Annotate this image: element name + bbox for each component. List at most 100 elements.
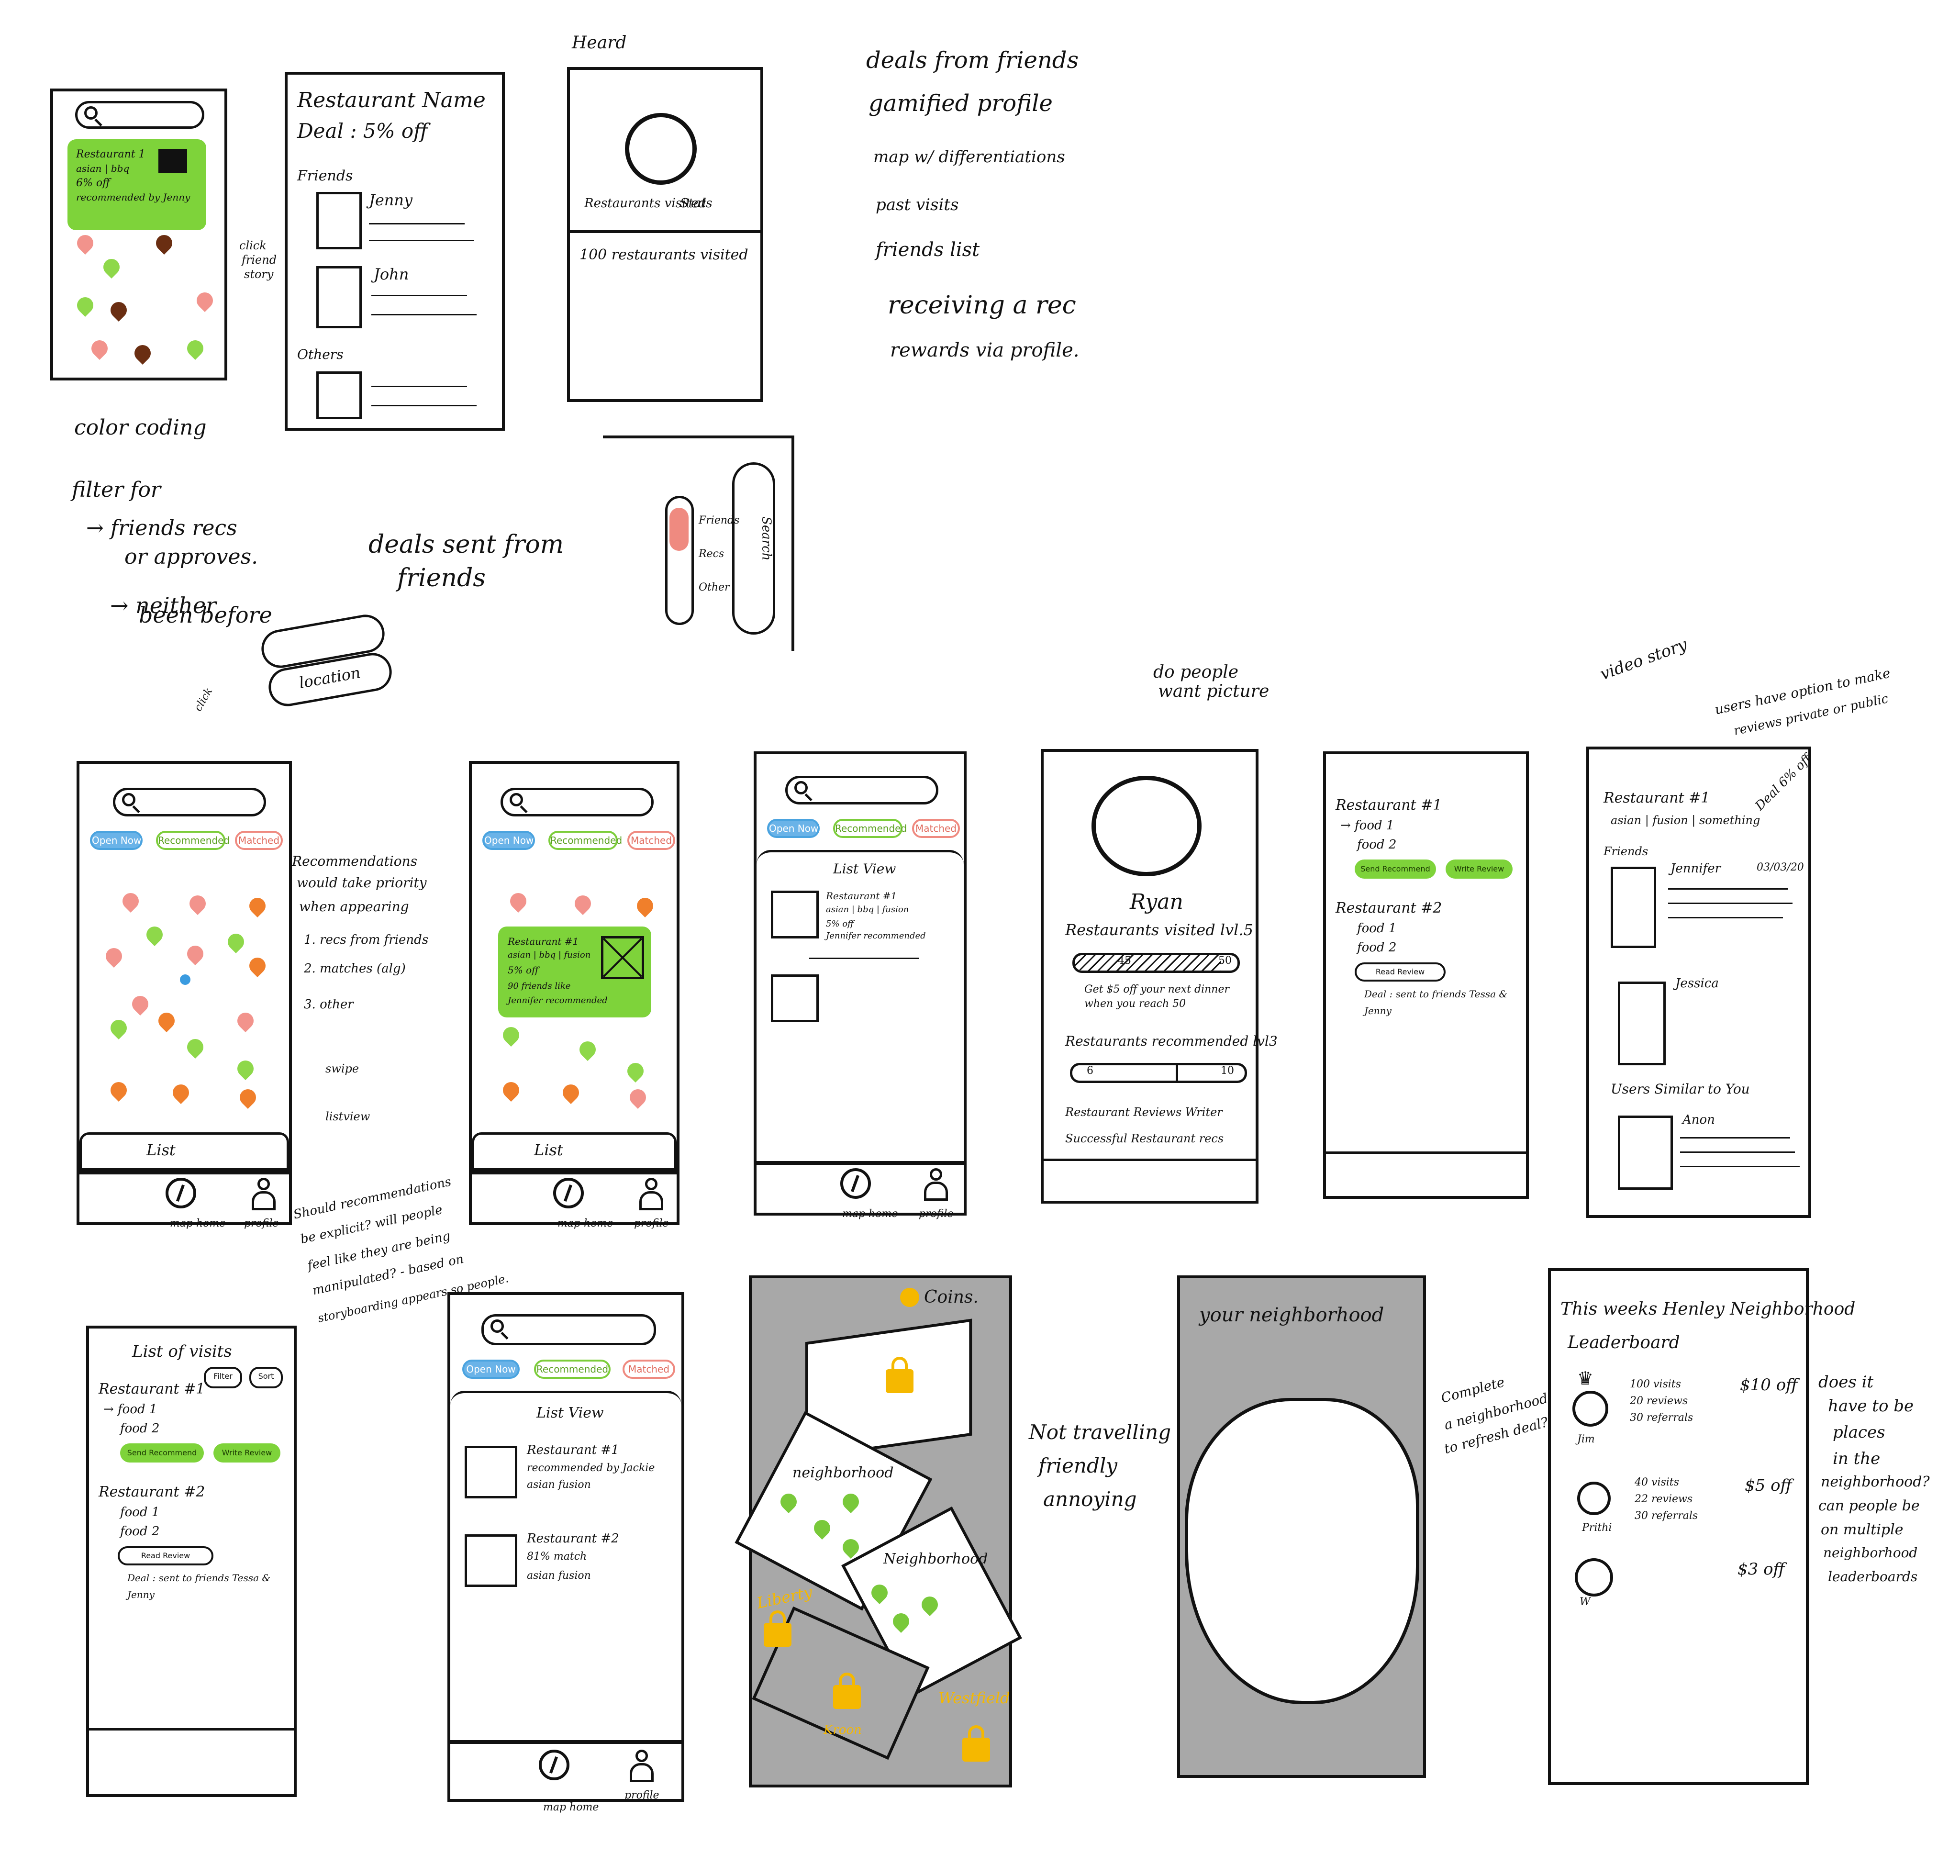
map-pin[interactable] [245,894,269,918]
read-review-button[interactable]: Read Review [1355,962,1446,982]
map-home-icon[interactable] [166,1178,196,1208]
friend-story[interactable] [316,266,362,328]
restaurant-thumb[interactable] [465,1534,517,1587]
visit-restaurant[interactable]: Restaurant #1 [99,1381,205,1397]
visit-restaurant[interactable]: Restaurant #1 [1336,797,1442,814]
user-avatar[interactable] [1577,1482,1611,1515]
list-map-toggle[interactable] [665,496,694,625]
filter-open-now[interactable]: Open Now [482,831,535,850]
restaurant-thumb[interactable] [465,1446,517,1498]
visit-restaurant[interactable]: Restaurant #2 [99,1484,205,1500]
map-pin[interactable] [183,336,207,360]
map-home-icon[interactable] [553,1178,584,1208]
map-pin[interactable] [183,1035,207,1059]
map-pin[interactable] [624,1059,647,1083]
restaurant-thumb[interactable] [771,891,819,938]
friend-video[interactable] [1618,982,1666,1065]
search-bar[interactable] [113,788,266,816]
tab-restaurants-visited[interactable]: Restaurants visited [584,196,706,211]
filter-matched[interactable]: Matched [627,831,675,850]
filter-matched[interactable]: Matched [912,819,960,838]
map-pin[interactable] [626,1085,650,1109]
map-pin[interactable] [143,923,167,947]
filter-open-now[interactable]: Open Now [767,819,820,838]
map-pin[interactable] [186,892,210,916]
deal-tag[interactable]: Deal 6% off [1752,751,1815,814]
sort-button[interactable]: Sort [249,1367,283,1388]
item-line[interactable]: Restaurant #1 [527,1443,619,1457]
map-pin[interactable] [236,1085,260,1109]
map-pin[interactable] [499,1023,523,1047]
filter-recommended[interactable]: Recommended [833,819,907,838]
friend-video[interactable] [1611,867,1656,948]
map-pin[interactable] [100,255,123,279]
map-pin[interactable] [234,1057,257,1081]
map-pin[interactable] [234,1009,257,1033]
search-bar[interactable] [481,1314,656,1345]
search-bar[interactable] [785,776,938,804]
user-video[interactable] [1618,1116,1673,1190]
profile-icon[interactable] [252,1178,276,1211]
write-review-button[interactable]: Write Review [213,1443,280,1463]
filter-option[interactable]: Recs [699,548,724,560]
search-bar[interactable] [75,101,204,129]
visit-restaurant[interactable]: Restaurant #2 [1336,900,1442,916]
map-pin[interactable] [499,1078,523,1102]
filter-open-now[interactable]: Open Now [90,831,143,850]
map-home-icon[interactable] [539,1750,569,1780]
map-pin[interactable] [119,889,143,913]
search-bar[interactable] [501,788,654,816]
filter-button[interactable]: Filter [204,1367,242,1388]
map-pin[interactable] [88,336,111,360]
friend-story[interactable] [316,192,362,249]
neighborhood-shape[interactable] [1185,1398,1419,1704]
list-drawer[interactable] [472,1132,677,1171]
map-pin[interactable] [152,231,176,255]
filter-recommended[interactable]: Recommended [534,1360,611,1379]
map-pin[interactable] [571,892,595,916]
map-pin[interactable] [576,1038,600,1061]
map-pin[interactable] [193,289,217,313]
item-line[interactable]: Restaurant #1 [826,890,897,902]
user-avatar[interactable] [1575,1558,1613,1597]
user-avatar[interactable] [1572,1391,1608,1427]
read-review-button[interactable]: Read Review [118,1546,213,1565]
filter-recommended[interactable]: Recommended [548,831,622,850]
send-recommend-button[interactable]: Send Recommend [120,1443,204,1463]
send-recommend-button[interactable]: Send Recommend [1355,860,1436,879]
filter-matched[interactable]: Matched [235,831,283,850]
profile-icon[interactable] [639,1178,663,1211]
map-pin[interactable] [245,954,269,978]
map-pin[interactable] [155,1009,178,1033]
map-pin[interactable] [107,1016,131,1040]
filter-recommended[interactable]: Recommended [156,831,230,850]
map-pin[interactable] [107,298,131,322]
map-pin[interactable] [183,942,207,966]
map-pin[interactable] [224,930,248,954]
map-pin[interactable] [169,1081,193,1105]
map-pin[interactable] [73,293,97,317]
map-pin[interactable] [102,944,126,968]
tab-stats[interactable]: Stats [680,196,713,211]
map-pin[interactable] [506,889,530,913]
filter-matched[interactable]: Matched [623,1360,675,1379]
map-home-icon[interactable] [840,1168,871,1199]
map-pin[interactable] [559,1081,583,1105]
profile-icon[interactable] [630,1750,654,1783]
profile-icon[interactable] [924,1168,948,1202]
restaurant-thumb[interactable] [771,974,819,1022]
list-drawer[interactable] [79,1132,289,1171]
item-line[interactable]: Restaurant #2 [527,1531,619,1546]
filter-option[interactable]: Friends [699,514,740,526]
filter-open-now[interactable]: Open Now [462,1360,520,1379]
map-pin[interactable] [107,1078,131,1102]
other-story[interactable] [316,371,362,419]
filter-option[interactable]: Other [699,581,730,593]
map-pin[interactable] [633,894,657,918]
map-pin[interactable] [131,341,155,365]
map-pin[interactable] [128,992,152,1016]
search-oval[interactable]: Search [732,462,775,635]
write-review-button[interactable]: Write Review [1446,860,1513,879]
map-pin[interactable] [73,231,97,255]
avatar[interactable] [1091,776,1202,876]
